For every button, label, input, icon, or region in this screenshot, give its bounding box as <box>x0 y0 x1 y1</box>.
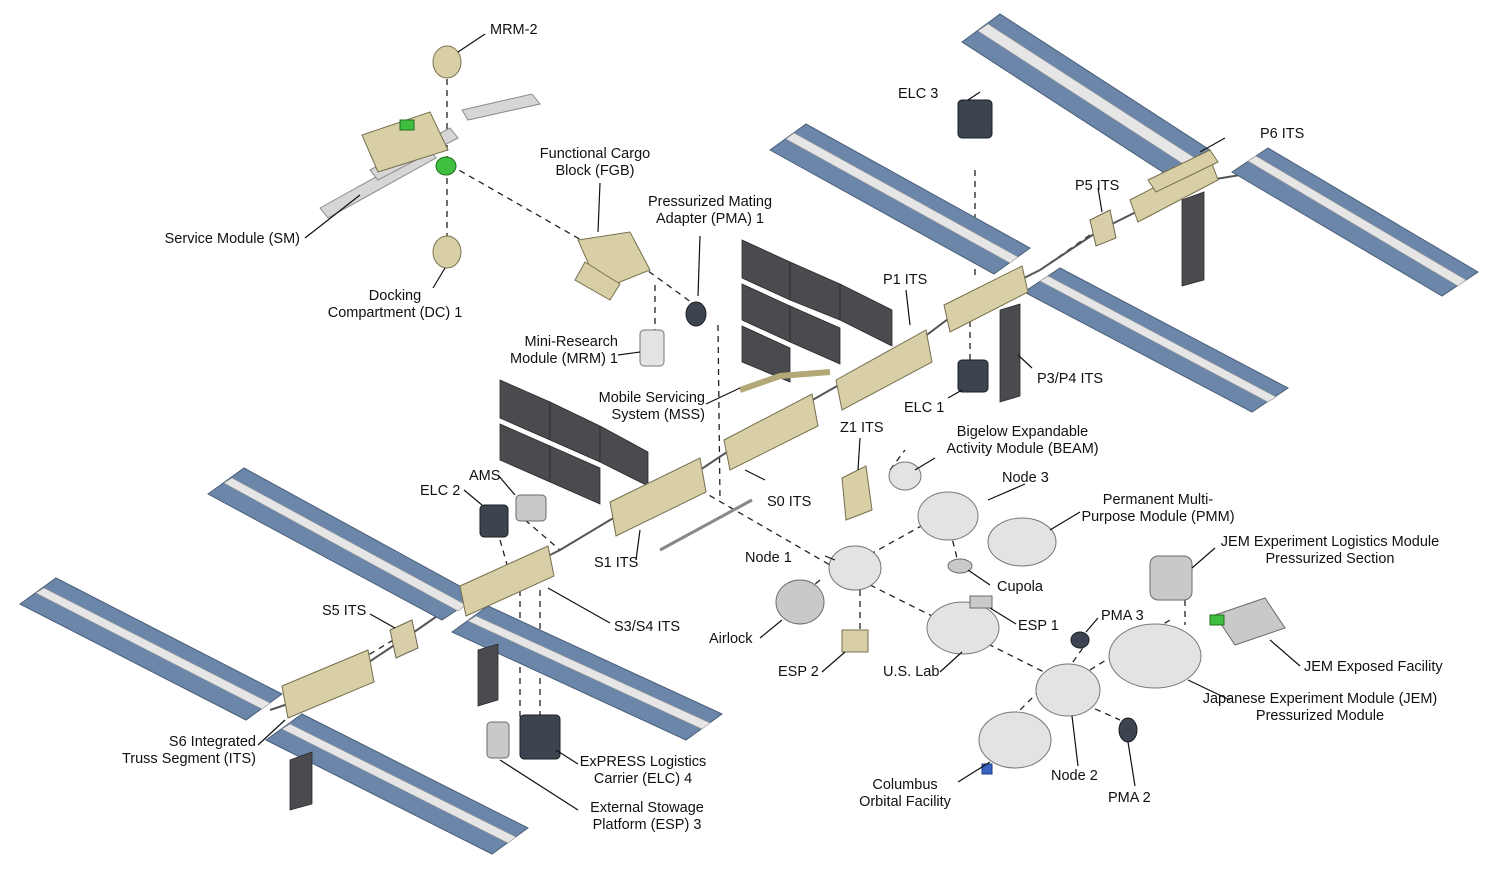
label-pmm-line1: Permanent Multi- <box>1102 492 1214 508</box>
label-jem-pm: Japanese Experiment Module (JEM) Pressur… <box>1195 691 1445 725</box>
label-esp3: External Stowage Platform (ESP) 3 <box>572 800 722 834</box>
external-pallets <box>479 99 993 760</box>
label-docking-compartment: Docking Compartment (DC) 1 <box>320 288 470 322</box>
label-jem-pm-line1: Japanese Experiment Module (JEM) <box>1202 691 1438 707</box>
label-p3p4-its: P3/P4 ITS <box>1037 371 1104 387</box>
label-jem-pm-line2: Pressurized Module <box>1255 708 1385 724</box>
label-elc4-line1: ExPRESS Logistics <box>579 754 707 770</box>
label-pmm-line2: Purpose Module (PMM) <box>1081 509 1235 525</box>
label-s6-line2: Truss Segment (ITS) <box>121 751 256 767</box>
pressurized-modules <box>659 369 1286 775</box>
label-ams: AMS <box>469 468 501 484</box>
label-leaders <box>257 33 1301 811</box>
russian-segment <box>319 45 707 367</box>
label-elc1: ELC 1 <box>904 400 945 416</box>
label-jem-ef: JEM Exposed Facility <box>1304 659 1443 675</box>
label-airlock: Airlock <box>709 631 753 647</box>
label-pma1: Pressurized Mating Adapter (PMA) 1 <box>630 194 790 228</box>
label-z1-its: Z1 ITS <box>840 420 884 436</box>
label-fgb-line2: Block (FGB) <box>555 163 635 179</box>
label-mrm1: Mini-Research Module (MRM) 1 <box>490 334 618 368</box>
label-fgb: Functional Cargo Block (FGB) <box>525 146 665 180</box>
label-beam: Bigelow Expandable Activity Module (BEAM… <box>925 424 1120 458</box>
label-p1-its: P1 ITS <box>883 272 928 288</box>
label-mss-line2: System (MSS) <box>611 407 705 423</box>
label-cupola: Cupola <box>997 579 1043 595</box>
label-pma1-line2: Adapter (PMA) 1 <box>656 211 764 227</box>
label-p5-its: P5 ITS <box>1075 178 1120 194</box>
label-service-module: Service Module (SM) <box>164 231 300 247</box>
label-mss: Mobile Servicing System (MSS) <box>560 390 705 424</box>
label-jem-elm: JEM Experiment Logistics Module Pressuri… <box>1200 534 1460 568</box>
label-dc1-line2: Compartment (DC) 1 <box>327 305 463 321</box>
label-elc2: ELC 2 <box>420 483 461 499</box>
label-esp3-line1: External Stowage <box>590 800 704 816</box>
label-elc4: ExPRESS Logistics Carrier (ELC) 4 <box>568 754 718 788</box>
label-mrm1-line1: Mini-Research <box>524 334 618 350</box>
label-pma3: PMA 3 <box>1101 608 1144 624</box>
label-p6-its: P6 ITS <box>1260 126 1305 142</box>
label-esp3-line2: Platform (ESP) 3 <box>592 817 702 833</box>
label-mrm1-line2: Module (MRM) 1 <box>510 351 618 367</box>
label-columbus-line1: Columbus <box>872 777 938 793</box>
label-us-lab: U.S. Lab <box>883 664 940 680</box>
solar-arrays <box>19 13 1479 855</box>
label-s5-its: S5 ITS <box>322 603 367 619</box>
radiators <box>289 191 1205 811</box>
label-node2: Node 2 <box>1051 768 1098 784</box>
label-pmm: Permanent Multi- Purpose Module (PMM) <box>1068 492 1248 526</box>
label-mrm-2: MRM-2 <box>490 22 538 38</box>
label-dc1-line1: Docking <box>368 288 422 304</box>
label-jem-elm-line1: JEM Experiment Logistics Module <box>1220 534 1440 550</box>
label-elc3: ELC 3 <box>898 86 939 102</box>
label-s6-its: S6 Integrated Truss Segment (ITS) <box>110 734 256 768</box>
label-s0-its: S0 ITS <box>767 494 812 510</box>
label-pma2: PMA 2 <box>1108 790 1151 806</box>
label-elc4-line2: Carrier (ELC) 4 <box>593 771 693 787</box>
label-columbus-line2: Orbital Facility <box>859 794 951 810</box>
label-s3s4-its: S3/S4 ITS <box>614 619 681 635</box>
label-esp1: ESP 1 <box>1018 618 1059 634</box>
label-pma1-line1: Pressurized Mating <box>647 194 773 210</box>
label-beam-line1: Bigelow Expandable <box>956 424 1089 440</box>
label-node1: Node 1 <box>745 550 792 566</box>
label-esp2: ESP 2 <box>778 664 819 680</box>
label-s1-its: S1 ITS <box>594 555 639 571</box>
label-columbus: Columbus Orbital Facility <box>845 777 965 811</box>
label-jem-elm-line2: Pressurized Section <box>1265 551 1395 567</box>
label-node3: Node 3 <box>1002 470 1049 486</box>
label-s6-line1: S6 Integrated <box>168 734 256 750</box>
label-mss-line1: Mobile Servicing <box>598 390 705 406</box>
label-fgb-line1: Functional Cargo <box>539 146 651 162</box>
label-beam-line2: Activity Module (BEAM) <box>946 441 1099 457</box>
truss-segments <box>281 149 1219 719</box>
